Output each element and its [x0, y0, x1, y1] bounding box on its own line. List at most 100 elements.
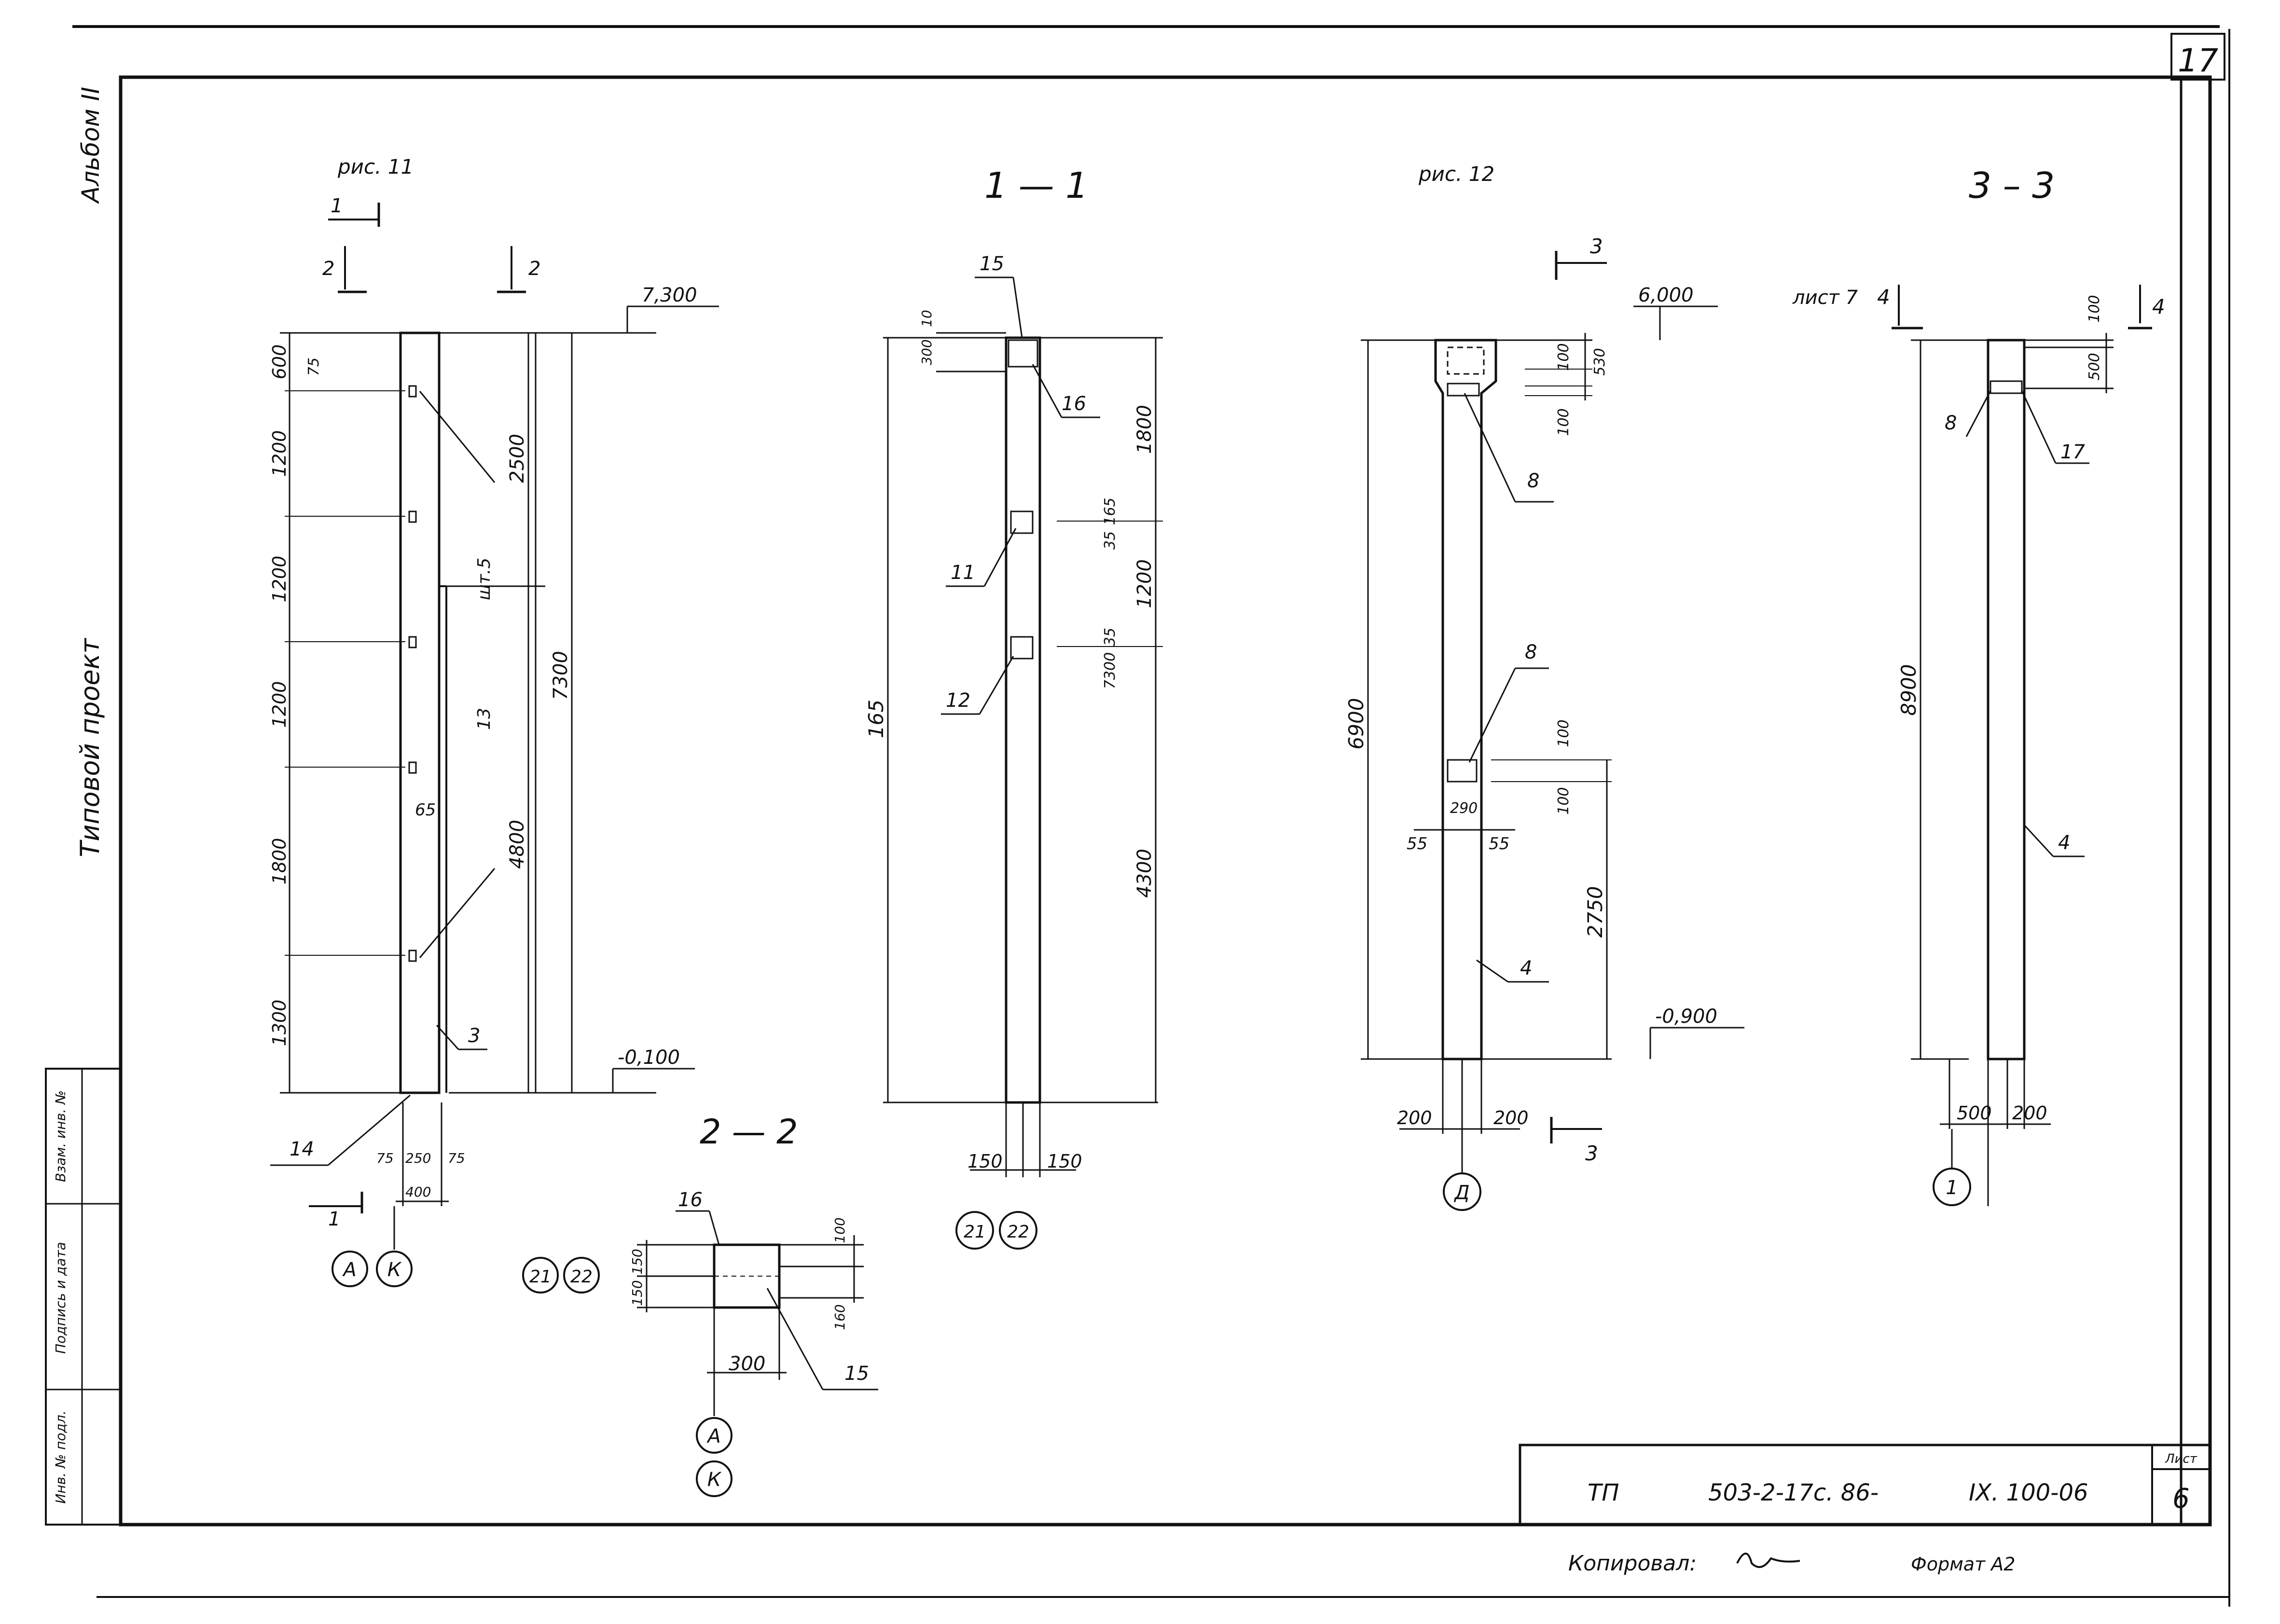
section11-dim: 1200	[1133, 559, 1156, 608]
axis-bubble	[999, 1211, 1037, 1250]
fig12-plate	[1447, 759, 1478, 783]
format-label: Формат А2	[1911, 1554, 2015, 1575]
axis-label: К	[707, 1469, 722, 1491]
fig12-dim: 200	[1397, 1107, 1432, 1129]
fig11-column	[399, 331, 441, 1094]
cut-mark: 4	[2152, 295, 2165, 318]
fig12-plate	[1447, 383, 1480, 397]
section11-dim: 150	[1047, 1151, 1082, 1172]
fig11-dim: 7300	[550, 651, 572, 700]
axis-bubble	[332, 1251, 368, 1287]
axis-label: 21	[529, 1267, 552, 1287]
axis-label: А	[706, 1425, 720, 1447]
section-1-1: 1 — 1 165 10 300 1800 165 35 1200 35 730…	[864, 165, 1163, 1250]
cut-mark: 1	[328, 1208, 340, 1230]
title-block-section: IX. 100-06	[1969, 1479, 2088, 1506]
fig12-dim-small: 100	[1555, 787, 1572, 814]
fig12-dim-small: 100	[1555, 343, 1572, 371]
section11-plate	[1010, 510, 1034, 534]
section11-dim: 300	[919, 339, 935, 365]
section11-dim: 4300	[1133, 849, 1156, 898]
axis-label: К	[387, 1259, 402, 1281]
axis-label: Д	[1453, 1182, 1469, 1204]
section11-callout: 15	[980, 253, 1004, 275]
section22-dim: 160	[832, 1304, 848, 1330]
title-block: ТП 503-2-17с. 86- IX. 100-06 Лист 6	[1519, 1444, 2211, 1526]
fig11-elevation-bottom: -0,100	[618, 1046, 680, 1069]
section33-title: 3 – 3	[1969, 165, 2055, 206]
cut-mark: 4	[1877, 285, 1890, 309]
section33-plate	[1990, 380, 2023, 394]
title-block-code: 503-2-17с. 86-	[1708, 1479, 1879, 1506]
fig12-dim-small: 100	[1555, 408, 1572, 436]
axis-bubble	[563, 1257, 600, 1294]
cut-mark: 3	[1585, 1142, 1598, 1165]
section11-dim-small: 35	[1102, 531, 1119, 550]
fig11-dim: 600	[269, 344, 290, 380]
fig11-dim-small: 65	[415, 800, 436, 820]
album-label: Альбом II	[77, 87, 105, 204]
figure-11: рис. 11 600 1200 1200 1200 1800 1300 75 …	[269, 155, 719, 1287]
section11-dim: 1800	[1133, 405, 1156, 454]
cut-mark: 3	[1590, 234, 1603, 258]
fig12-dim-small: 100	[1555, 719, 1572, 747]
stamp-field-2: Подпись и дата	[53, 1242, 69, 1354]
section11-dim-small: 7300	[1102, 652, 1119, 689]
section33-callout: 8	[1945, 412, 1957, 434]
fig11-dim-small: 75	[376, 1150, 394, 1166]
section11-dim-small: 165	[1102, 497, 1119, 525]
copier-signature	[1736, 1553, 1800, 1568]
fig12-dim-small: 55	[1489, 834, 1509, 853]
fig11-plate	[408, 761, 417, 774]
section22-callout: 15	[844, 1363, 869, 1385]
fig11-elevation-top: 7,300	[642, 284, 697, 306]
section33-dim: 200	[2012, 1102, 2047, 1124]
section11-plate	[1008, 339, 1038, 368]
section33-column	[1987, 339, 2026, 1060]
section33-callout: 4	[2058, 832, 2070, 854]
axis-bubble	[522, 1257, 559, 1294]
fig11-dim: 1200	[269, 556, 290, 603]
title-block-sheet-label: Лист	[2165, 1452, 2197, 1466]
section11-dim-small: 35	[1102, 628, 1119, 646]
section22-dim: 150	[629, 1249, 645, 1274]
fig12-title: рис. 12	[1418, 162, 1494, 186]
fig11-dim-small: 250	[405, 1150, 431, 1166]
project-type-label: Типовой проект	[75, 638, 105, 857]
fig12-callout: 4	[1520, 957, 1532, 979]
section-3-3: 3 – 3 лист 7 8900 100 500 500 200 8 17 4…	[1792, 165, 2165, 1206]
axis-bubble	[955, 1211, 994, 1250]
axis-label: 1	[1946, 1177, 1958, 1199]
fig11-title: рис. 11	[337, 155, 414, 179]
section33-sheet-ref: лист 7	[1792, 287, 1858, 309]
fig12-callout: 8	[1525, 641, 1537, 663]
axis-label: 22	[570, 1267, 593, 1287]
section22-dim: 300	[729, 1353, 765, 1375]
fig12-dim: 2750	[1583, 886, 1607, 938]
axis-bubble	[376, 1251, 413, 1287]
fig11-plate	[408, 385, 417, 398]
left-stamp: Инв. № подл. Подпись и дата Взам. инв. №	[45, 1068, 122, 1526]
fig12-dim: 6900	[1344, 698, 1368, 750]
fig11-dim-small: 400	[405, 1184, 431, 1200]
fig11-callout: 3	[468, 1025, 480, 1047]
fig11-dim: 1800	[269, 838, 290, 885]
section11-plate	[1010, 636, 1034, 660]
page-number-box	[2170, 33, 2225, 81]
fig11-callout-qty: шт.5	[474, 558, 494, 600]
fig11-dim: 2500	[506, 434, 528, 483]
page-number: 17	[2178, 42, 2218, 79]
fig12-elevation-top: 6,000	[1638, 284, 1694, 306]
section11-column	[1005, 336, 1041, 1104]
section11-dim: 165	[864, 700, 888, 738]
section22-callout: 16	[678, 1189, 703, 1211]
section33-callout: 17	[2060, 441, 2085, 463]
section11-title: 1 — 1	[984, 165, 1088, 206]
fig12-callout: 8	[1527, 470, 1539, 492]
fig11-plate	[408, 636, 417, 648]
axis-label: 22	[1007, 1222, 1029, 1242]
axis-bubble	[1443, 1172, 1481, 1211]
drawing-frame	[119, 75, 2212, 1527]
copied-by-label: Копировал:	[1568, 1551, 1697, 1576]
